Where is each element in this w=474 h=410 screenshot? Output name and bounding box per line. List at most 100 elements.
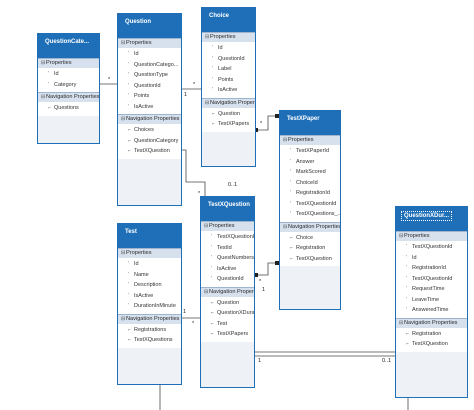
navigation-section-header[interactable]: ⊟Navigation Properties bbox=[202, 97, 255, 108]
property-row[interactable]: ′ChoiceId bbox=[280, 178, 340, 189]
collapse-toggle-icon[interactable]: ⊟ bbox=[204, 223, 209, 229]
navigation-row[interactable]: ⌐TestXPapers bbox=[202, 119, 255, 130]
properties-section-header[interactable]: ⊟Properties bbox=[118, 248, 181, 258]
property-row[interactable]: ′RegistrationId bbox=[396, 263, 467, 274]
navigation-row[interactable]: ⌐TestXPapers bbox=[201, 329, 254, 340]
property-row[interactable]: ′QuestNumbers bbox=[201, 253, 254, 264]
collapse-toggle-icon[interactable]: ⊟ bbox=[121, 315, 126, 322]
entity-title[interactable]: QuestionXDur... bbox=[396, 207, 467, 231]
property-row[interactable]: ′IsActive bbox=[118, 291, 181, 302]
navigation-row[interactable]: ⌐QuestionCategory bbox=[118, 136, 181, 147]
properties-section-header[interactable]: ⊟Properties bbox=[202, 32, 255, 42]
entity-question-category[interactable]: QuestionCate...⊟Properties′Id′Category⊟N… bbox=[37, 33, 100, 144]
entity-title[interactable]: TestXQuestion bbox=[201, 197, 254, 221]
entity-title[interactable]: Choice bbox=[202, 8, 255, 32]
entity-test-x-question[interactable]: TestXQuestion⊟Properties′TestXQuestionId… bbox=[200, 196, 255, 388]
property-row[interactable]: ′Name bbox=[118, 270, 181, 281]
navigation-section-header[interactable]: ⊟Navigation Properties bbox=[38, 92, 99, 102]
collapse-toggle-icon[interactable]: ⊟ bbox=[283, 137, 288, 143]
properties-section-header[interactable]: ⊟Properties bbox=[201, 221, 254, 231]
collapse-toggle-icon[interactable]: ⊟ bbox=[205, 99, 210, 106]
property-row[interactable]: ′TestXPaperId bbox=[280, 146, 340, 157]
navigation-property-name: Registration bbox=[296, 245, 326, 251]
property-row[interactable]: ′MarkScored bbox=[280, 167, 340, 178]
collapse-toggle-icon[interactable]: ⊟ bbox=[399, 233, 404, 239]
property-row[interactable]: ′IsActive bbox=[201, 264, 254, 275]
property-row[interactable]: ′LeaveTime bbox=[396, 295, 467, 306]
navigation-section-header[interactable]: ⊟Navigation Properties bbox=[118, 313, 181, 324]
properties-section-header[interactable]: ⊟Properties bbox=[118, 38, 181, 48]
property-row[interactable]: ′IsActive bbox=[118, 102, 181, 113]
navigation-row[interactable]: ⌐TestXQuestions bbox=[118, 335, 181, 346]
navigation-section-header[interactable]: ⊟Navigation Properties bbox=[118, 114, 181, 124]
navigation-row[interactable]: ⌐Question bbox=[202, 109, 255, 120]
collapse-toggle-icon[interactable]: ⊟ bbox=[121, 116, 126, 122]
navigation-row[interactable]: ⌐Registration bbox=[396, 329, 467, 340]
entity-question-x-duration[interactable]: QuestionXDur...⊟Properties′TestXQuestion… bbox=[395, 206, 468, 398]
property-row[interactable]: ′TestXQuestions_... bbox=[280, 209, 340, 220]
property-row[interactable]: ′RegistrationId bbox=[280, 188, 340, 199]
collapse-toggle-icon[interactable]: ⊟ bbox=[283, 223, 288, 230]
property-row[interactable]: ′Answer bbox=[280, 157, 340, 168]
property-row[interactable]: ′Category bbox=[38, 80, 99, 91]
property-row[interactable]: ′TestXQuestionId bbox=[201, 232, 254, 243]
property-row[interactable]: ′Id bbox=[396, 253, 467, 264]
entity-title[interactable]: QuestionCate... bbox=[38, 34, 99, 58]
collapse-toggle-icon[interactable]: ⊟ bbox=[399, 319, 404, 326]
collapse-toggle-icon[interactable]: ⊟ bbox=[121, 40, 126, 46]
navigation-row[interactable]: ⌐Choice bbox=[280, 233, 340, 244]
property-row[interactable]: ′Label bbox=[202, 64, 255, 75]
navigation-row[interactable]: ⌐TestXQuestion bbox=[396, 339, 467, 350]
navigation-row[interactable]: ⌐QuestionXDurati... bbox=[201, 308, 254, 319]
property-row[interactable]: ′QuestionId bbox=[201, 274, 254, 285]
entity-title[interactable]: Test bbox=[118, 224, 181, 248]
properties-section-header[interactable]: ⊟Properties bbox=[38, 58, 99, 68]
collapse-toggle-icon[interactable]: ⊟ bbox=[41, 60, 46, 66]
properties-section-header[interactable]: ⊟Properties bbox=[280, 135, 340, 145]
navigation-row[interactable]: ⌐TestXQuestion bbox=[118, 146, 181, 157]
property-row[interactable]: ′RequestTime bbox=[396, 284, 467, 295]
property-row[interactable]: ′Id bbox=[118, 259, 181, 270]
navigation-row[interactable]: ⌐Test bbox=[201, 319, 254, 330]
navigation-row[interactable]: ⌐Registration bbox=[280, 243, 340, 254]
entity-test-x-paper[interactable]: TestXPaper⊟Properties′TestXPaperId′Answe… bbox=[279, 110, 341, 310]
property-row[interactable]: ′AnsweredTime bbox=[396, 305, 467, 316]
property-icon: ′ bbox=[406, 275, 407, 282]
entity-test[interactable]: Test⊟Properties′Id′Name′Description′IsAc… bbox=[117, 223, 182, 385]
navigation-row[interactable]: ⌐Question bbox=[201, 298, 254, 309]
collapse-toggle-icon[interactable]: ⊟ bbox=[41, 94, 46, 100]
property-row[interactable]: ′Points bbox=[202, 75, 255, 86]
property-row[interactable]: ′QuestionId bbox=[118, 81, 181, 92]
navigation-section-header[interactable]: ⊟Navigation Properties bbox=[280, 221, 340, 232]
collapse-toggle-icon[interactable]: ⊟ bbox=[204, 288, 209, 295]
property-row[interactable]: ′Points bbox=[118, 91, 181, 102]
navigation-row[interactable]: ⌐TestXQuestion bbox=[280, 254, 340, 265]
navigation-row[interactable]: ⌐Registrations bbox=[118, 325, 181, 336]
entity-title[interactable]: TestXPaper bbox=[280, 111, 340, 135]
property-row[interactable]: ′DurationInMinute bbox=[118, 301, 181, 312]
navigation-row[interactable]: ⌐Choices bbox=[118, 125, 181, 136]
property-row[interactable]: ′Id bbox=[38, 69, 99, 80]
property-row[interactable]: ′TestId bbox=[201, 243, 254, 254]
property-row[interactable]: ′Description bbox=[118, 280, 181, 291]
property-row[interactable]: ′IsActive bbox=[202, 85, 255, 96]
collapse-toggle-icon[interactable]: ⊟ bbox=[121, 250, 126, 256]
property-row[interactable]: ′TestXQuestionId bbox=[396, 274, 467, 285]
property-row[interactable]: ′QuestionCatego... bbox=[118, 60, 181, 71]
navigation-section-header[interactable]: ⊟Navigation Properties bbox=[201, 286, 254, 297]
property-row[interactable]: ′TestXQuestionId bbox=[280, 199, 340, 210]
navigation-section-header[interactable]: ⊟Navigation Properties bbox=[396, 317, 467, 328]
property-row[interactable]: ′QuestionType bbox=[118, 70, 181, 81]
entity-choice[interactable]: Choice⊟Properties′Id′QuestionId′Label′Po… bbox=[201, 7, 256, 167]
navigation-row[interactable]: ⌐Questions bbox=[38, 103, 99, 114]
property-row[interactable]: ′QuestionId bbox=[202, 54, 255, 65]
property-row[interactable]: ′TestXQuestionId bbox=[396, 242, 467, 253]
property-row[interactable]: ′Id bbox=[202, 43, 255, 54]
entity-title[interactable]: Question bbox=[118, 14, 181, 38]
properties-section-header[interactable]: ⊟Properties bbox=[396, 231, 467, 241]
property-row[interactable]: ′Id bbox=[118, 49, 181, 60]
entity-question[interactable]: Question⊟Properties′Id′QuestionCatego...… bbox=[117, 13, 182, 206]
collapse-toggle-icon[interactable]: ⊟ bbox=[205, 34, 210, 40]
mult-choice-txp-zero-one: 0..1 bbox=[228, 182, 238, 188]
